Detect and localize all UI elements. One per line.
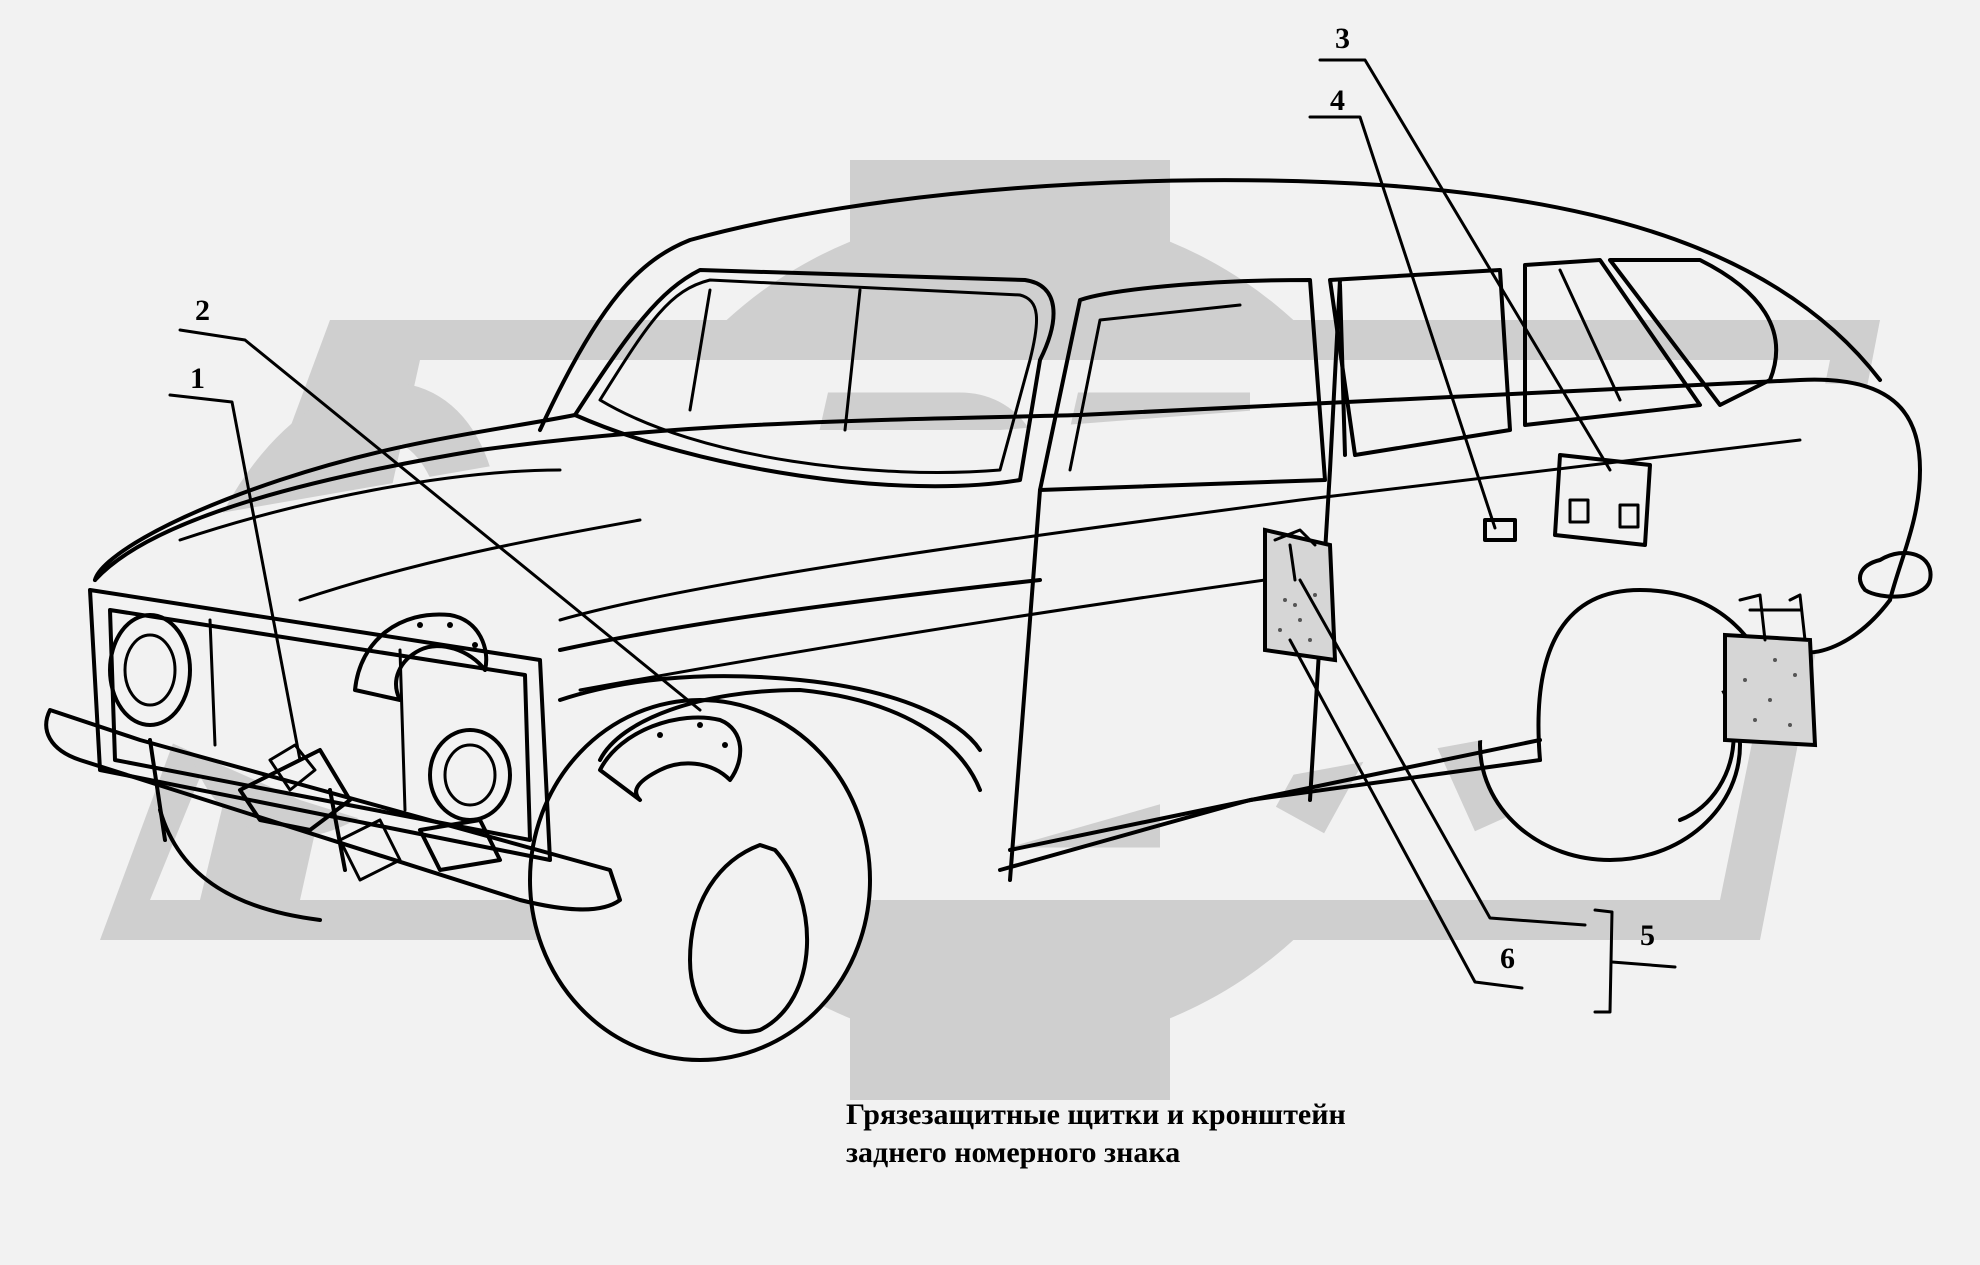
- part-front-brackets: [238, 743, 502, 882]
- part-mudflap-rear: [1723, 593, 1818, 748]
- callout-3: 3: [1335, 22, 1350, 55]
- leader-2: [178, 328, 702, 712]
- part-wheel-arch-shield-left: [353, 612, 489, 702]
- part-mudflap-front: [1263, 527, 1338, 663]
- callout-6: 6: [1500, 942, 1515, 975]
- callout-2: 2: [195, 294, 210, 327]
- leader-5-upper: [1298, 578, 1587, 927]
- leader-3: [1318, 58, 1612, 472]
- part-wheel-arch-shield-right: [598, 715, 743, 802]
- callout-5: 5: [1640, 919, 1655, 952]
- part-license-plate-bracket: [1553, 453, 1652, 547]
- part-small-bracket: [1483, 518, 1517, 542]
- leader-4: [1308, 115, 1497, 530]
- callout-4: 4: [1330, 84, 1345, 117]
- caption-line-2: заднего номерного знака: [846, 1136, 1181, 1169]
- leader-6: [1288, 638, 1524, 990]
- callout-numbers: 1 2 3 4 5 6: [190, 22, 1655, 975]
- caption-line-1: Грязезащитные щитки и кронштейн: [846, 1098, 1346, 1131]
- callout-1: 1: [190, 362, 205, 395]
- diagram-caption: Грязезащитные щитки и кронштейн заднего …: [846, 1096, 1546, 1172]
- leader-1: [168, 393, 302, 762]
- car-body: [44, 178, 1933, 1062]
- leader-lines: [168, 58, 1677, 1014]
- leader-5-right: [1610, 960, 1677, 969]
